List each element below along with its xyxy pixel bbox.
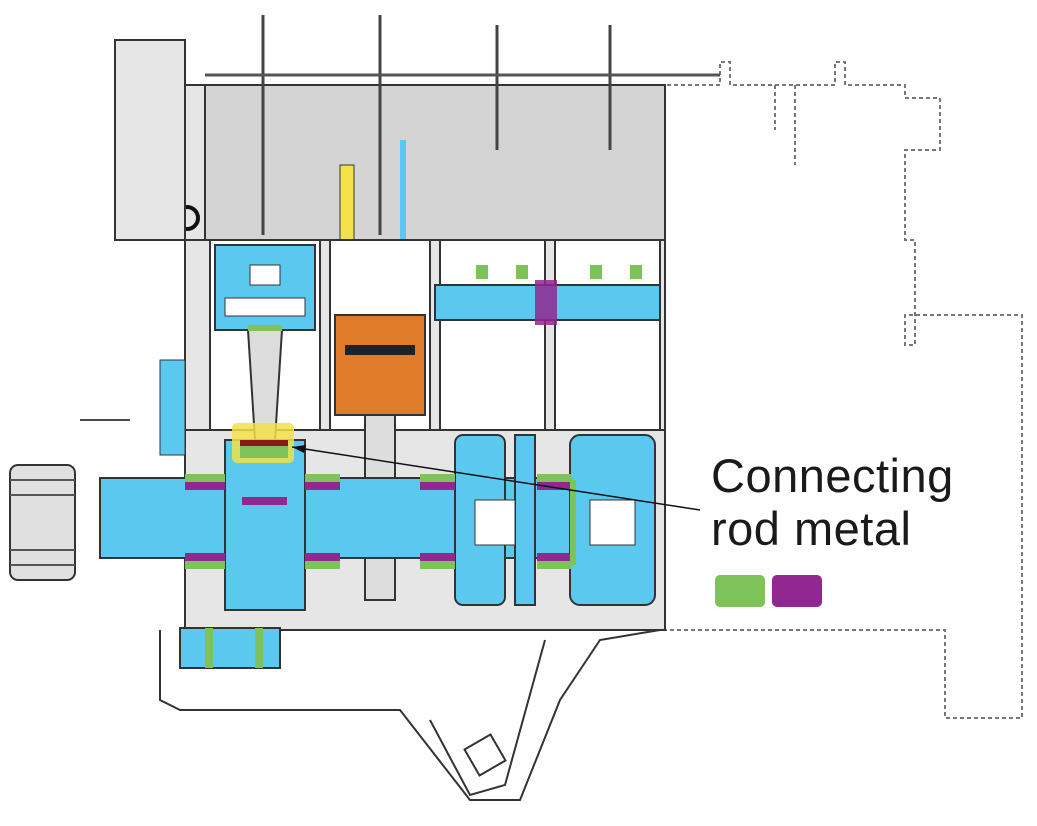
purple-swatch <box>772 575 822 607</box>
dashed-housing-outline <box>660 61 1023 719</box>
piston-2 <box>334 314 426 416</box>
crank-pulley <box>9 464 76 581</box>
cylinder-head <box>204 84 666 241</box>
cylinder-3 <box>439 239 546 431</box>
bearing-shells <box>185 474 576 569</box>
callout-label: Connecting rod metal <box>711 449 954 555</box>
valves <box>261 15 612 235</box>
oil-pump <box>179 627 281 669</box>
oil-pan <box>159 629 661 801</box>
piston-1 <box>214 244 316 331</box>
callout-leader-line <box>291 446 701 511</box>
callout-line-1: Connecting <box>711 449 954 502</box>
cylinder-4 <box>554 239 661 431</box>
green-swatch <box>715 575 765 607</box>
callout-line-2: rod metal <box>711 502 912 555</box>
